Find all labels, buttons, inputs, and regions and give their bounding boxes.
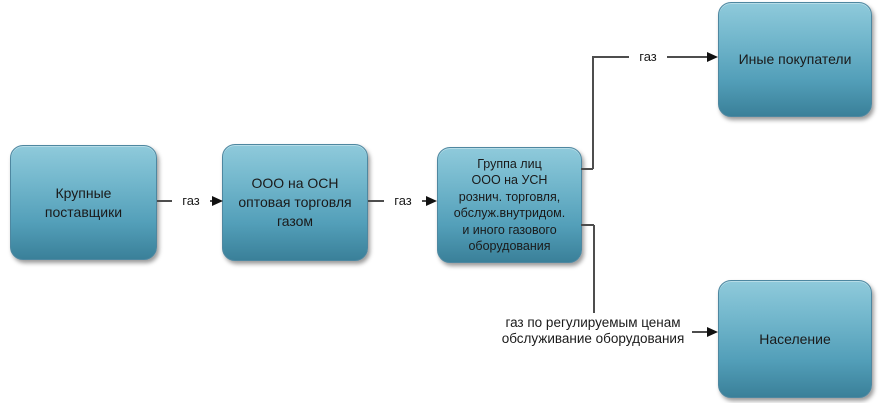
edge-gas3-arrowhead-icon: [707, 52, 718, 62]
edge-gas3-label: газ: [629, 50, 667, 64]
edge-gas4-arrowhead-icon: [707, 327, 718, 337]
node-group-llc-label: Группа лиц ООО на УСН рознич. торговля, …: [453, 156, 566, 254]
edge-gas1-arrowhead-icon: [212, 196, 223, 206]
edge-gas2-label: газ: [384, 194, 422, 208]
node-population-label: Население: [759, 330, 831, 347]
node-other-buyers: Иные покупатели: [718, 2, 872, 117]
edge-gas4-stub-line: [581, 224, 594, 226]
edge-gas4-label: газ по регулируемым ценам обслуживание о…: [501, 315, 685, 346]
edge-gas3-vertical-line: [592, 57, 594, 169]
node-suppliers-label: Крупные поставщики: [44, 184, 123, 220]
edge-gas1-label: газ: [172, 194, 210, 208]
node-suppliers: Крупные поставщики: [10, 145, 157, 260]
node-group-llc: Группа лиц ООО на УСН рознич. торговля, …: [437, 147, 582, 263]
edge-gas2-arrowhead-icon: [426, 196, 437, 206]
node-wholesale-llc: ООО на ОСН оптовая торговля газом: [222, 144, 368, 261]
node-wholesale-llc-label: ООО на ОСН оптовая торговля газом: [238, 175, 352, 229]
edge-gas3-stub-line: [581, 168, 593, 170]
edge-gas4-vertical-line: [593, 225, 595, 313]
edge-gas4-line: [692, 331, 708, 333]
node-other-buyers-label: Иные покупатели: [738, 51, 852, 67]
node-population: Население: [718, 280, 872, 398]
